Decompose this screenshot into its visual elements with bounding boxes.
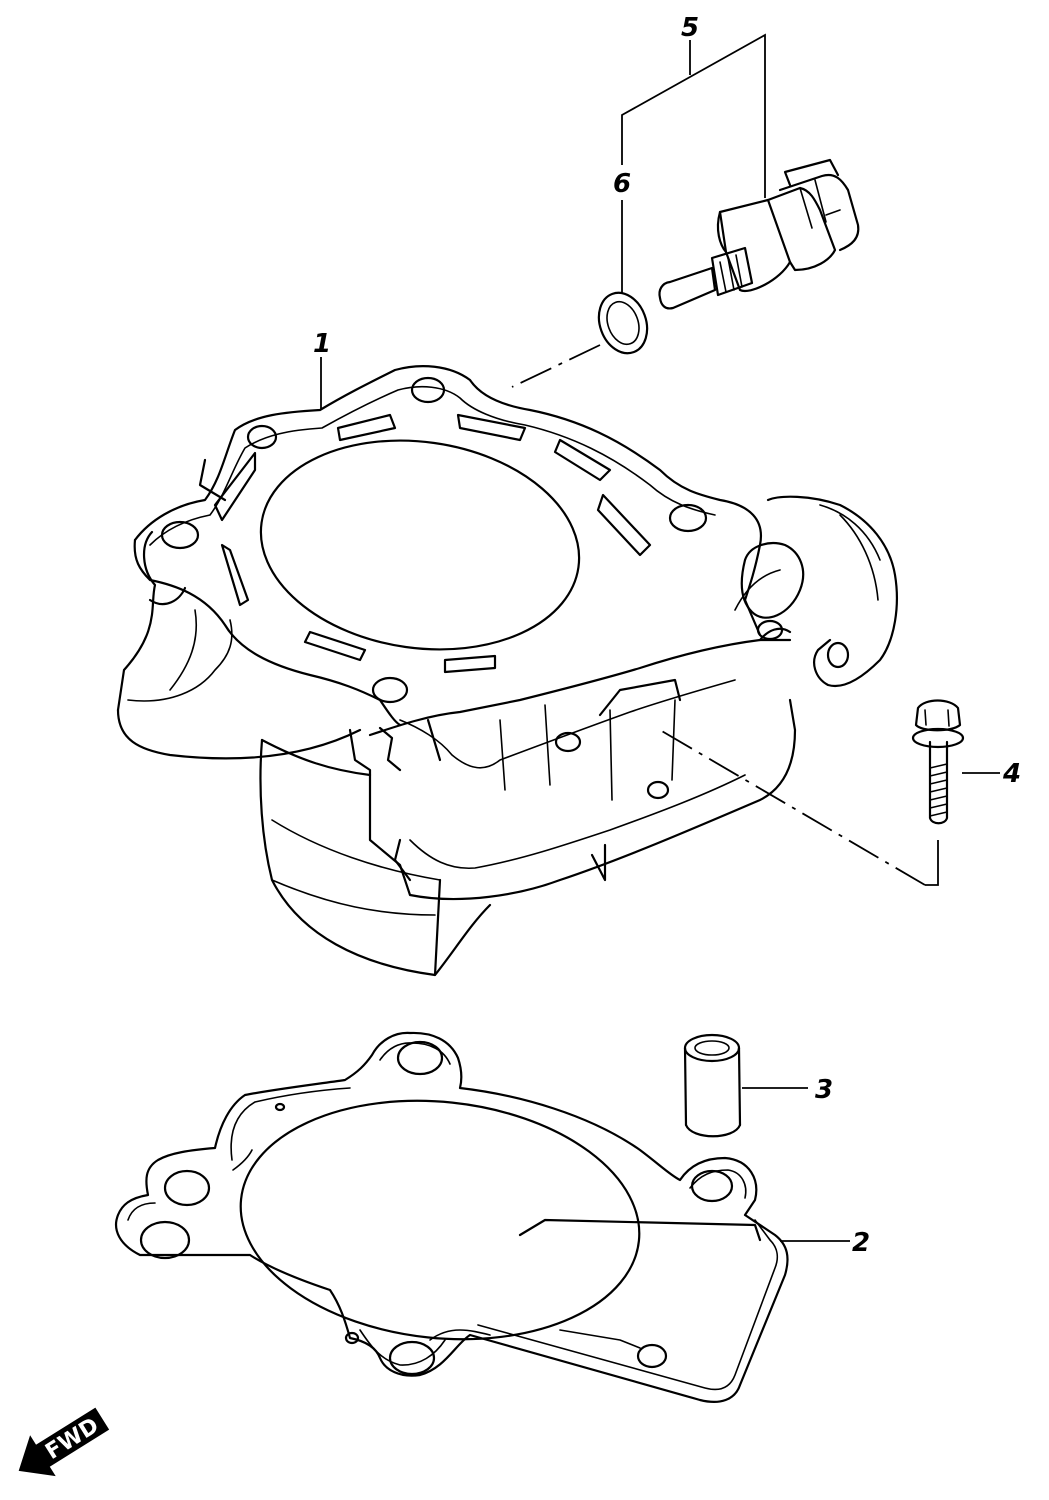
callout-2: 2 (852, 1228, 870, 1258)
fwd-arrow-icon: FWD (18, 1407, 110, 1477)
bolt-bracket (925, 840, 939, 886)
callout-6: 6 (613, 169, 631, 199)
base-gasket-part (114, 1031, 789, 1403)
assembly-line-sensor (511, 344, 601, 388)
sealing-washer-part (597, 291, 649, 355)
cylinder-part (116, 365, 898, 977)
callout-1: 1 (313, 329, 331, 359)
callout-labels: 1 2 3 4 5 6 (313, 13, 1021, 1258)
callout-5: 5 (681, 13, 699, 43)
leader-line-5 (621, 33, 766, 198)
bolt-part (911, 699, 965, 825)
temperature-sensor-part (658, 158, 860, 310)
assembly-line-bolt (659, 729, 926, 886)
callout-3: 3 (815, 1075, 833, 1105)
dowel-pin-part (683, 1033, 742, 1138)
callout-4: 4 (1002, 759, 1021, 789)
leader-lines (320, 33, 1000, 1242)
fwd-label: FWD (41, 1413, 103, 1465)
